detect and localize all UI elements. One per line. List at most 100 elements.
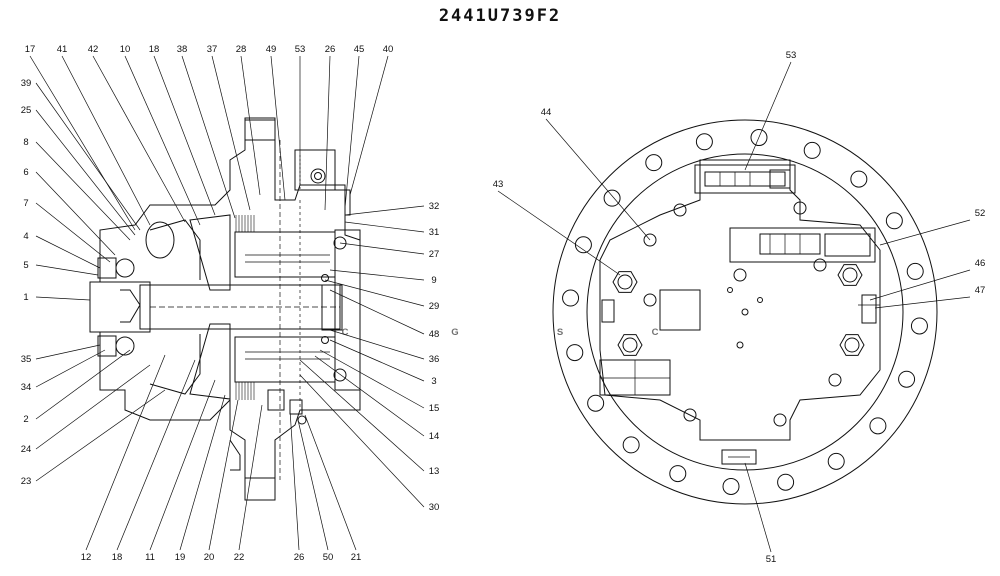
callout-26: 26 bbox=[325, 44, 336, 55]
leader-line bbox=[304, 414, 357, 551]
leader-line bbox=[289, 409, 300, 551]
callout-end-51: 51 bbox=[766, 554, 777, 565]
callout-49: 49 bbox=[266, 44, 277, 55]
callout-17: 17 bbox=[25, 44, 36, 55]
leader-line bbox=[744, 462, 772, 553]
callout-2: 2 bbox=[23, 414, 28, 425]
callout-end-43: 43 bbox=[493, 179, 504, 190]
leader-line bbox=[319, 349, 425, 409]
callout-bottom-50: 50 bbox=[323, 552, 334, 563]
hex-bolt-center bbox=[617, 274, 633, 290]
hex-bolt-center bbox=[844, 337, 860, 353]
leader-line bbox=[116, 359, 196, 551]
outer-bolt-hole bbox=[803, 141, 821, 159]
callout-14: 14 bbox=[429, 431, 440, 442]
leader-line bbox=[35, 202, 111, 263]
outer-bolt-hole bbox=[906, 262, 924, 280]
callout-bottom-12: 12 bbox=[81, 552, 92, 563]
section-view bbox=[89, 117, 361, 501]
callout-30: 30 bbox=[429, 502, 440, 513]
leader-line bbox=[208, 399, 239, 551]
leader-line bbox=[344, 55, 360, 209]
leader-line bbox=[35, 109, 136, 236]
callout-13: 13 bbox=[429, 466, 440, 477]
leader-line bbox=[329, 329, 425, 360]
leader-line bbox=[35, 364, 151, 450]
inner-bolt-hole bbox=[793, 201, 807, 215]
callout-end-47: 47 bbox=[975, 285, 986, 296]
leader-line bbox=[35, 82, 141, 231]
leader-line bbox=[238, 404, 263, 551]
callout-29: 29 bbox=[429, 301, 440, 312]
end-view bbox=[552, 119, 938, 505]
callout-25: 25 bbox=[21, 105, 32, 116]
leader-line bbox=[329, 269, 425, 281]
leader-line bbox=[35, 344, 101, 360]
inner-bolt-hole bbox=[643, 293, 657, 307]
leader-line bbox=[497, 190, 621, 276]
callout-42: 42 bbox=[88, 44, 99, 55]
callout-bottom-11: 11 bbox=[145, 552, 155, 563]
leader-line bbox=[324, 279, 425, 307]
callout-bottom-22: 22 bbox=[234, 552, 245, 563]
outer-bolt-hole bbox=[910, 317, 928, 335]
callout-10: 10 bbox=[120, 44, 131, 55]
callout-27: 27 bbox=[429, 249, 440, 260]
callout-8: 8 bbox=[23, 137, 28, 148]
hex-bolt-center bbox=[622, 337, 638, 353]
watermark-letter: C bbox=[652, 327, 659, 338]
callout-end-53: 53 bbox=[786, 50, 797, 61]
callout-bottom-26: 26 bbox=[294, 552, 305, 563]
leader-line bbox=[744, 61, 792, 171]
leader-line bbox=[299, 374, 425, 508]
leader-line bbox=[35, 264, 99, 276]
leader-line bbox=[270, 55, 286, 201]
inner-bolt-hole bbox=[773, 413, 787, 427]
leader-lines bbox=[29, 55, 971, 553]
callout-45: 45 bbox=[354, 44, 365, 55]
friction-plates bbox=[235, 215, 255, 400]
callout-35: 35 bbox=[21, 354, 32, 365]
leader-line bbox=[35, 349, 131, 420]
outer-bolt-hole bbox=[587, 394, 605, 412]
inner-bolt-hole bbox=[673, 203, 687, 217]
leader-line bbox=[35, 141, 131, 241]
callout-end-46: 46 bbox=[975, 258, 986, 269]
leader-line bbox=[545, 118, 651, 241]
outer-bolt-hole bbox=[750, 129, 768, 147]
leader-line bbox=[329, 289, 425, 335]
leader-line bbox=[299, 359, 425, 472]
callout-bottom-21: 21 bbox=[351, 552, 362, 563]
callout-36: 36 bbox=[429, 354, 440, 365]
leader-line bbox=[181, 55, 236, 219]
callout-28: 28 bbox=[236, 44, 247, 55]
outer-bolt-hole bbox=[645, 154, 663, 172]
leader-line bbox=[35, 349, 106, 388]
outer-bolt-hole bbox=[562, 289, 580, 307]
leader-line bbox=[92, 55, 186, 223]
outer-bolt-hole bbox=[777, 473, 795, 491]
callout-48: 48 bbox=[429, 329, 440, 340]
outer-bolt-hole bbox=[827, 452, 845, 470]
outer-bolt-hole bbox=[885, 212, 903, 230]
callout-24: 24 bbox=[21, 444, 32, 455]
callout-18: 18 bbox=[149, 44, 160, 55]
leader-line bbox=[29, 55, 136, 231]
watermark-letter: C bbox=[342, 327, 349, 338]
hex-bolt bbox=[839, 334, 865, 356]
leader-line bbox=[869, 269, 971, 301]
callout-15: 15 bbox=[429, 403, 440, 414]
outer-bolt-hole bbox=[722, 477, 740, 495]
callout-38: 38 bbox=[177, 44, 188, 55]
callout-9: 9 bbox=[431, 275, 436, 286]
hex-bolt bbox=[837, 264, 863, 286]
outer-bolt-hole bbox=[622, 436, 640, 454]
leader-line bbox=[179, 394, 226, 551]
watermark-letter: G bbox=[451, 327, 458, 338]
callout-end-52: 52 bbox=[975, 208, 986, 219]
leader-line bbox=[329, 339, 425, 382]
leader-line bbox=[324, 55, 331, 211]
leader-line bbox=[35, 296, 91, 301]
